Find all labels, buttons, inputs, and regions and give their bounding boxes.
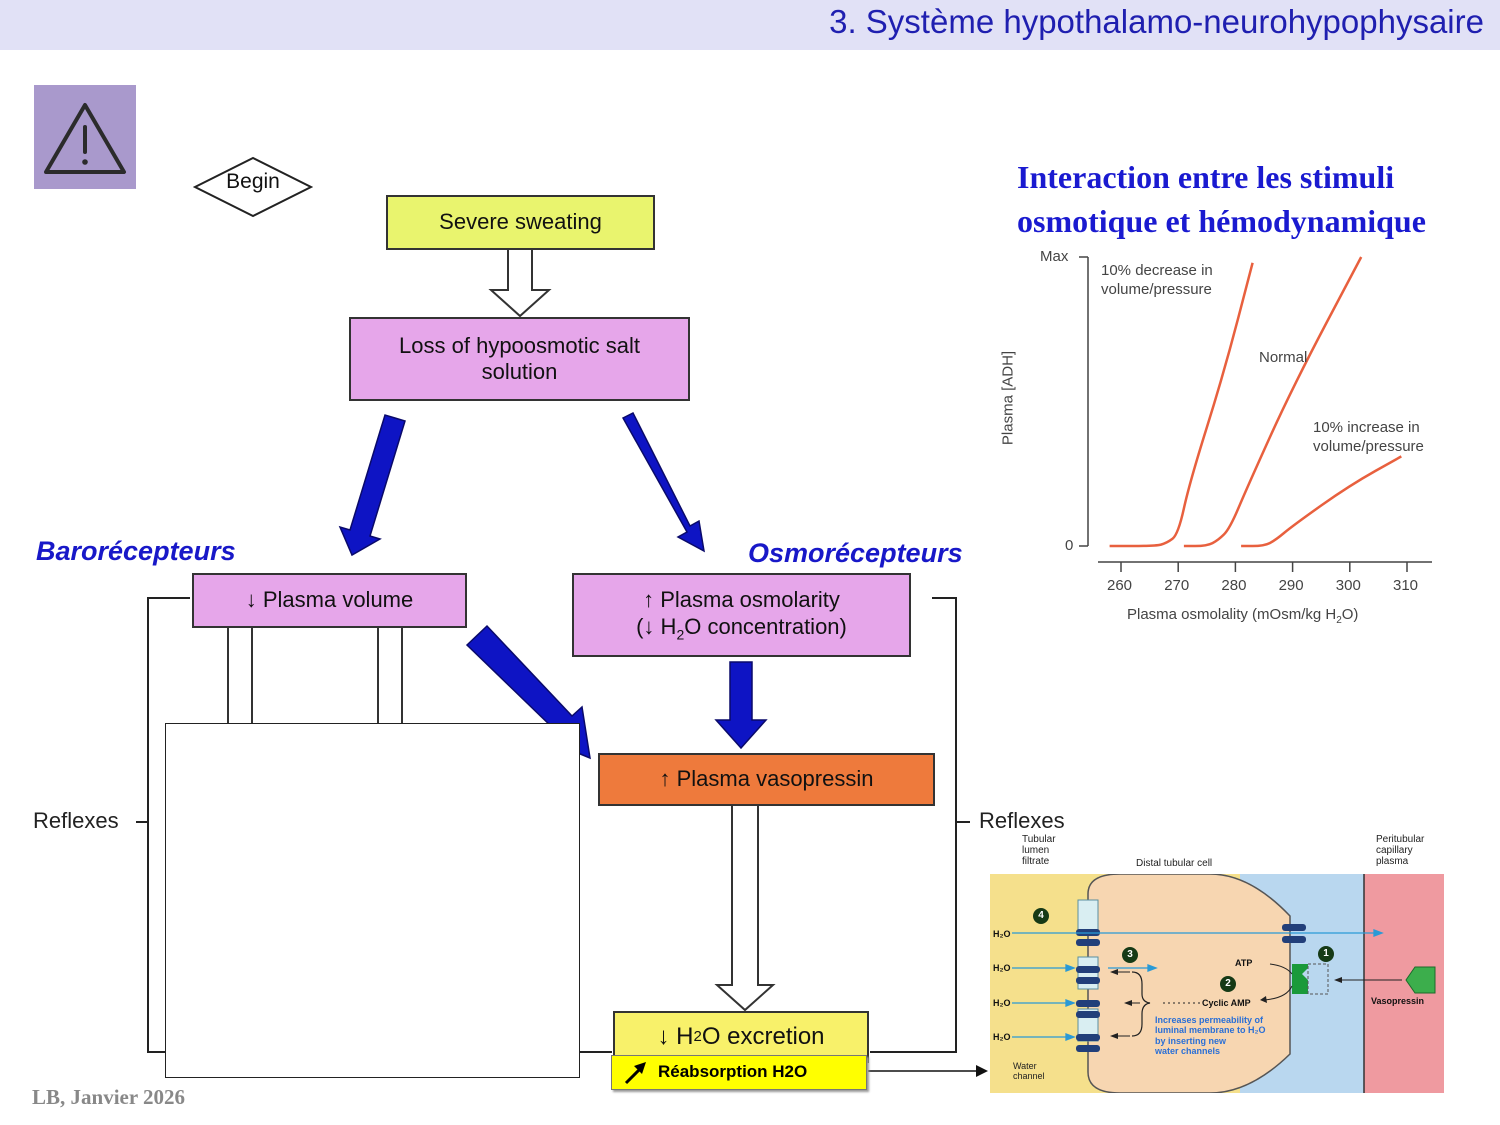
adh-series-line-1: [1109, 262, 1254, 548]
barorecepteurs-label: Barorécepteurs: [36, 536, 236, 566]
reflexes-left-label: Reflexes: [33, 808, 119, 833]
receptor: [1292, 964, 1308, 994]
blue-arrow-osmo: [621, 411, 705, 553]
severe-sweating-box: Severe sweating: [386, 195, 655, 250]
plasma-volume-box: ↓ Plasma volume: [192, 573, 467, 628]
atp-label: ATP: [1235, 958, 1253, 968]
begin-diamond: [193, 156, 313, 218]
step-number-4: 4: [1033, 908, 1049, 924]
hollow-arrow-1: [488, 249, 552, 318]
distal-cell-body: [1087, 874, 1291, 1093]
plasma-vasopressin-box: ↑ Plasma vasopressin: [598, 753, 935, 806]
h2o-arrows: [1012, 929, 1384, 1041]
h2o-label-2: H₂O: [993, 963, 1011, 973]
distal-cell-label: Distal tubular cell: [1136, 858, 1213, 869]
step-number-3: 3: [1122, 947, 1138, 963]
header-bar: 3. Système hypothalamo-neurohypophysaire: [0, 0, 1500, 50]
blue-arrow-vaso: [714, 661, 768, 750]
begin-label: Begin: [226, 170, 280, 193]
h2o-label-1: H₂O: [993, 929, 1011, 939]
warning-badge[interactable]: [34, 85, 136, 189]
plasma-osmolarity-box: ↑ Plasma osmolarity (↓ H2O concentration…: [572, 573, 911, 657]
y-tick-label-max: Max: [1040, 248, 1069, 265]
vasopressin-molecule: [1405, 966, 1436, 994]
step-number-1: 1: [1318, 946, 1334, 962]
osmolarity-line-2: (↓ H2O concentration): [636, 613, 847, 642]
x-tick-label-290: 290: [1278, 577, 1304, 594]
osmorecepteurs-label: Osmorécepteurs: [748, 538, 963, 568]
water-channels: [1076, 899, 1306, 1052]
x-tick-label-270: 270: [1164, 577, 1190, 594]
reabsorption-badge: Réabsorption H2O: [611, 1055, 867, 1090]
x-tick-label-310: 310: [1393, 577, 1419, 594]
warning-icon: [44, 103, 126, 174]
y-tick-label-zero: 0: [1065, 537, 1074, 554]
adh-series-line-3: [1241, 455, 1402, 548]
annotation-increase: 10% increase in volume/pressure: [1313, 419, 1424, 455]
h2o-label-3: H₂O: [993, 998, 1011, 1008]
loss-of-salt-box: Loss of hypoosmotic salt solution: [349, 317, 690, 401]
slide-title: 3. Système hypothalamo-neurohypophysaire: [829, 3, 1484, 40]
annotation-decrease: 10% decrease in volume/pressure: [1101, 262, 1213, 298]
x-tick-label-280: 280: [1221, 577, 1247, 594]
osmolarity-line-1: ↑ Plasma osmolarity: [643, 587, 840, 613]
footer-credit: LB, Janvier 2026: [32, 1085, 186, 1109]
arrow-up-right-icon: [624, 1062, 646, 1085]
step-number-2: 2: [1220, 976, 1236, 992]
reabsorption-label: Réabsorption H2O: [658, 1062, 808, 1081]
reflex-bracket-right: [870, 597, 957, 1053]
chart-title-line-2: osmotique et hémodynamique: [1017, 203, 1426, 239]
chart-title-line-1: Interaction entre les stimuli: [1017, 159, 1395, 195]
cell-figure: [990, 874, 1444, 1093]
camp-label: Cyclic AMP: [1202, 998, 1251, 1008]
x-axis-label: Plasma osmolality (mOsm/kg H2O): [1127, 606, 1359, 626]
annotation-normal: Normal: [1259, 349, 1308, 366]
x-tick-label-300: 300: [1335, 577, 1361, 594]
h2o-label-4: H₂O: [993, 1032, 1011, 1042]
x-tick-label-260: 260: [1107, 577, 1133, 594]
reflexes-right-label: Reflexes: [979, 808, 1065, 833]
blue-arrow-baro: [338, 414, 406, 557]
adh-series-line-2: [1183, 256, 1363, 548]
hollow-arrow-2: [714, 805, 776, 1012]
vasopressin-label: Vasopressin: [1371, 996, 1425, 1006]
y-axis-label: Plasma [ADH]: [999, 350, 1017, 446]
blank-overlay-panel: [165, 723, 580, 1078]
